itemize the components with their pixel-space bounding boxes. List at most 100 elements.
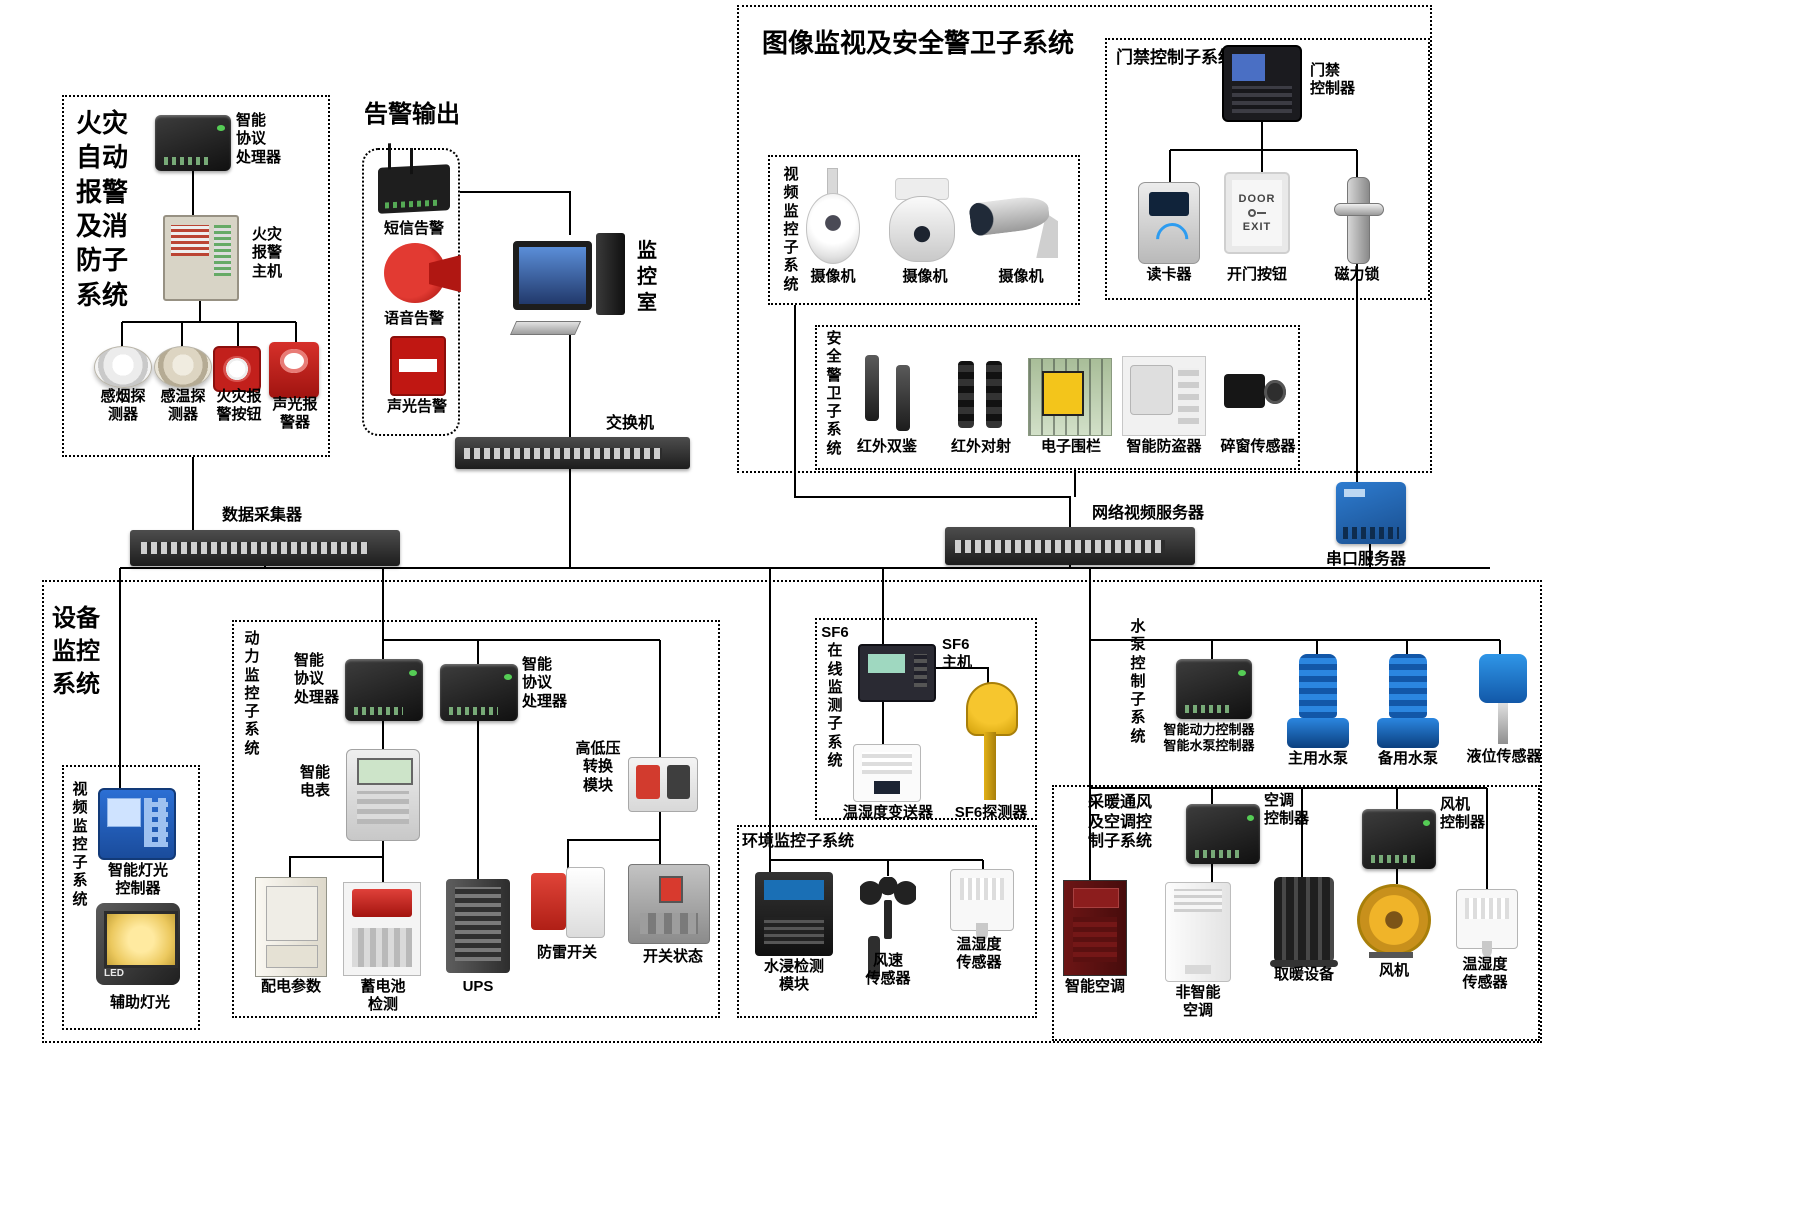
level-sensor-device [1474, 654, 1532, 744]
sf6-detector-label: SF6探测器 [954, 804, 1028, 821]
network-switch-device [455, 437, 690, 469]
sms-alarm-label: 短信告警 [383, 220, 444, 237]
door-open-button-label: 开门按钮 [1226, 266, 1287, 283]
pump-controller-label: 智能动力控制器 智能水泵控制器 [1163, 722, 1255, 753]
breaker-status-label: 开关状态 [642, 948, 703, 965]
power-protocol-right-label: 智能 协议 处理器 [522, 656, 568, 710]
power-protocol-left-label: 智能 协议 处理器 [294, 652, 340, 706]
video-surveillance-box [768, 155, 1080, 305]
monitoring-computer-device [509, 233, 625, 335]
battery-test-device [343, 882, 421, 976]
heater-device [1270, 877, 1338, 968]
light-controller-label: 智能灯光 控制器 [107, 862, 168, 898]
smoke-detector-device [94, 346, 152, 388]
surge-protector-label: 防雷开关 [536, 944, 597, 961]
fire-protocol-processor-device [155, 115, 231, 171]
smart-meter-label: 智能 电表 [300, 764, 331, 800]
fire-system-title: 火灾 自动 报警 及消 防子 系统 [75, 108, 128, 310]
access-subsystem-title: 门禁控制子系统 [1116, 48, 1235, 67]
distribution-params-label: 配电参数 [260, 978, 321, 995]
sf6-subsystem-title: SF6 在 线 监 测 子 系 统 [821, 624, 849, 770]
glass-break-sensor-device [1218, 358, 1292, 430]
environment-subsystem-title: 环境监控子系统 [742, 833, 855, 850]
fan-controller-label: 风机 控制器 [1440, 796, 1486, 832]
ups-device [446, 879, 510, 973]
pump-subsystem-title: 水 泵 控 制 子 系 统 [1130, 618, 1146, 745]
infrared-beam-label: 红外对射 [950, 438, 1011, 455]
hv-converter-label: 高低压 转换 模块 [575, 740, 621, 794]
magnetic-lock-label: 磁力锁 [1334, 266, 1380, 283]
power-protocol-right-device [440, 664, 518, 721]
ups-label: UPS [462, 978, 494, 995]
fire-protocol-label: 智能 协议 处理器 [236, 112, 282, 166]
main-pump-label: 主用水泵 [1287, 750, 1348, 767]
heat-detector-label: 感温探 测器 [160, 388, 206, 424]
sms-alarm-device [378, 164, 450, 214]
alarm-output-title: 告警输出 [364, 101, 460, 128]
hvac-subsystem-title: 采暖通风 及空调控 制子系统 [1088, 794, 1153, 851]
wind-sensor-label: 风速 传感器 [865, 952, 911, 988]
voice-alarm-device [384, 243, 446, 303]
sf6-host-label: SF6 主机 [942, 636, 973, 672]
sf6-monitoring-box [815, 618, 1037, 820]
hv-converter-device [628, 757, 698, 812]
battery-test-label: 蓄电池 检测 [360, 978, 406, 1014]
level-sensor-label: 液位传感器 [1466, 748, 1542, 765]
smart-ac-device [1063, 880, 1127, 976]
water-leak-device [755, 872, 833, 956]
smoke-detector-label: 感烟探 测器 [100, 388, 146, 424]
equipment-video-box [62, 765, 200, 1030]
led-marking: LED [104, 968, 124, 979]
access-controller-device [1222, 45, 1302, 122]
fire-alarm-button-device [213, 346, 261, 392]
network-video-server-label: 网络视频服务器 [1092, 505, 1205, 522]
breaker-status-device [628, 864, 710, 944]
anti-theft-label: 智能防盗器 [1126, 438, 1202, 455]
env-th-sensor-device [950, 869, 1014, 940]
magnetic-lock-device [1330, 177, 1386, 264]
sf6-host-device [858, 644, 936, 702]
plain-ac-label: 非智能 空调 [1175, 984, 1221, 1020]
hvac-th-sensor-label: 温湿度 传感器 [1462, 956, 1508, 992]
network-video-server-device [945, 527, 1195, 565]
door-open-button-device: DOOR EXIT [1224, 172, 1290, 254]
access-control-box [1105, 38, 1430, 300]
door-button-door-text: DOOR [1238, 193, 1276, 205]
environment-monitoring-box [737, 825, 1037, 1018]
power-protocol-left-device [345, 659, 423, 721]
hvac-th-sensor-device [1456, 889, 1518, 958]
sf6-detector-device [958, 682, 1022, 800]
ac-controller-label: 空调 控制器 [1264, 792, 1310, 828]
aux-light-device: LED [96, 903, 180, 985]
power-subsystem-title: 动 力 监 控 子 系 统 [244, 630, 260, 757]
heat-detector-device [154, 346, 212, 388]
fire-host-label: 火灾 报警 主机 [252, 226, 283, 280]
alarm-output-box [362, 148, 460, 436]
ptz-camera-device [885, 172, 957, 266]
security-guard-box [815, 325, 1300, 470]
computer-keyboard [509, 320, 581, 335]
sound-light-alarm-label: 声光报 警器 [272, 396, 318, 432]
infrared-dual-label: 红外双鉴 [856, 438, 917, 455]
sound-light-alarm-device [269, 342, 319, 398]
light-controller-device [98, 788, 176, 860]
access-controller-label: 门禁 控制器 [1310, 62, 1356, 98]
anti-theft-device [1122, 356, 1206, 436]
data-collector-device [130, 530, 400, 566]
backup-pump-device [1376, 654, 1440, 748]
distribution-cabinet-device [255, 877, 327, 977]
fire-alarm-host-device [163, 215, 239, 301]
hvac-control-box [1052, 785, 1540, 1041]
fire-alarm-button-label: 火灾报 警按钮 [216, 388, 262, 424]
camera3-label: 摄像机 [998, 268, 1044, 285]
fan-controller-device [1362, 809, 1436, 869]
infrared-dual-detector-device [856, 352, 920, 436]
bullet-camera-device [970, 186, 1062, 258]
sound-light-output-device [390, 336, 446, 396]
fire-system-box [62, 95, 330, 457]
th-transmitter-label: 温湿度变送器 [842, 804, 933, 821]
door-button-exit-text: EXIT [1242, 221, 1272, 233]
video-subsystem-title: 视 频 监 控 子 系 统 [783, 166, 799, 293]
